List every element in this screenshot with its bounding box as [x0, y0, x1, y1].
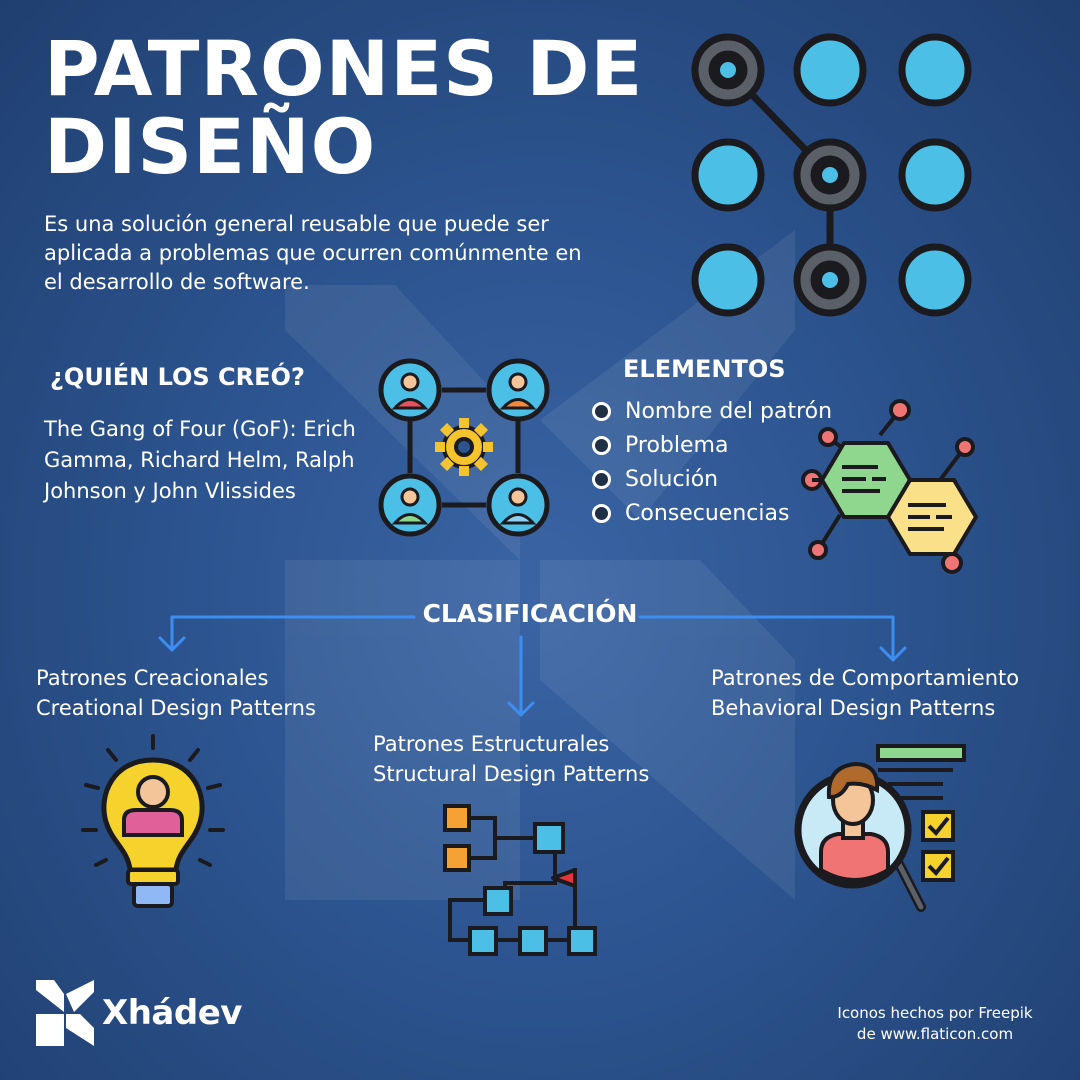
elements-item-problem: Problema	[592, 428, 832, 462]
xhadev-logo-icon	[36, 980, 94, 1046]
icon-credits: Iconos hechos por Freepik de www.flatico…	[790, 1003, 1080, 1045]
creators-text: The Gang of Four (GoF): Erich Gamma, Ric…	[44, 417, 356, 503]
magnifier-person-icon	[794, 744, 966, 912]
elements-item-name: Nombre del patrón	[592, 394, 832, 428]
creational-label: Patrones Creacionales Creational Design …	[36, 663, 316, 723]
team-gear-icon	[378, 358, 550, 537]
bullet-icon	[592, 469, 611, 489]
elements-item-solution: Solución	[592, 462, 832, 496]
title-line-2: DISEÑO	[44, 102, 377, 191]
lightbulb-person-icon	[81, 734, 225, 908]
structural-label: Patrones Estructurales Structural Design…	[373, 729, 649, 789]
elements-heading: ELEMENTOS	[623, 355, 786, 383]
hexagon-molecule-icon	[801, 399, 978, 574]
title-line-1: PATRONES DE	[44, 24, 644, 113]
bullet-icon	[592, 401, 611, 421]
flowchart-icon	[443, 804, 597, 956]
classification-heading: CLASIFICACIÓN	[422, 599, 638, 628]
credits-line-2: de www.flaticon.com	[856, 1025, 1014, 1043]
behavioral-label: Patrones de Comportamiento Behavioral De…	[711, 663, 1019, 723]
pattern-grid-icon	[691, 33, 972, 317]
page-title: PATRONES DE DISEÑO	[44, 30, 643, 186]
behavioral-label-en: Behavioral Design Patterns	[711, 696, 996, 720]
elements-item-consequences: Consecuencias	[592, 496, 832, 530]
bullet-icon	[592, 435, 611, 455]
creational-label-es: Patrones Creacionales	[36, 666, 269, 690]
bullet-icon	[592, 503, 611, 523]
structural-label-en: Structural Design Patterns	[373, 762, 650, 786]
intro-paragraph: Es una solución general reusable que pue…	[44, 212, 582, 294]
creators-heading: ¿QUIÉN LOS CREÓ?	[50, 363, 305, 391]
credits-line-1: Iconos hechos por Freepik	[837, 1004, 1033, 1022]
creational-label-en: Creational Design Patterns	[36, 696, 316, 720]
brand-name: Xhádev	[102, 993, 242, 1033]
structural-label-es: Patrones Estructurales	[373, 732, 610, 756]
elements-list: Nombre del patrón Problema Solución Cons…	[592, 394, 832, 530]
behavioral-label-es: Patrones de Comportamiento	[711, 666, 1020, 690]
brand-logo: Xhádev	[34, 978, 242, 1048]
